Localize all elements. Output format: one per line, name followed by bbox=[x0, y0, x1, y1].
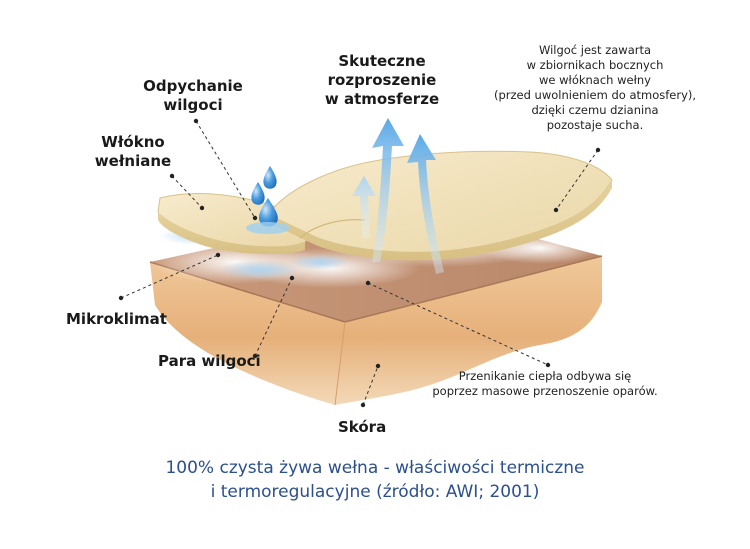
leader-dot bbox=[290, 276, 294, 280]
water-droplet bbox=[263, 166, 276, 189]
label-wool-fiber-line2: wełniane bbox=[78, 152, 188, 171]
leader-dot bbox=[119, 296, 123, 300]
label-dispersion-line1: Skuteczne bbox=[312, 52, 452, 71]
leader-dot bbox=[253, 216, 257, 220]
note-moisture-line: dzięki czemu dzianina bbox=[472, 103, 718, 118]
label-dispersion: Skuteczne rozproszenie w atmosferze bbox=[312, 52, 452, 109]
label-microclimate-text: Mikroklimat bbox=[66, 310, 167, 328]
figure-caption-line2: i termoregulacyjne (źródło: AWI; 2001) bbox=[0, 480, 750, 504]
label-vapor-text: Para wilgoci bbox=[158, 352, 261, 370]
figure-caption: 100% czysta żywa wełna - właściwości ter… bbox=[0, 456, 750, 504]
label-skin-text: Skóra bbox=[338, 418, 386, 436]
figure-caption-line1: 100% czysta żywa wełna - właściwości ter… bbox=[0, 456, 750, 480]
label-wool-fiber-line1: Włókno bbox=[78, 133, 188, 152]
label-microclimate: Mikroklimat bbox=[66, 310, 167, 329]
vapor-mist-blue bbox=[290, 254, 350, 270]
note-moisture-line: pozostaje sucha. bbox=[472, 118, 718, 133]
leader-dot bbox=[216, 253, 220, 257]
note-moisture-line: w zbiornikach bocznych bbox=[472, 58, 718, 73]
note-moisture-line: Wilgoć jest zawarta bbox=[472, 43, 718, 58]
water-droplet bbox=[251, 182, 264, 205]
leader-dot bbox=[194, 119, 198, 123]
label-dispersion-line2: rozproszenie bbox=[312, 71, 452, 90]
label-moisture-repel-line2: wilgoci bbox=[128, 96, 258, 115]
label-skin: Skóra bbox=[338, 418, 386, 437]
label-dispersion-line3: w atmosferze bbox=[312, 90, 452, 109]
leader-dot bbox=[546, 363, 550, 367]
label-wool-fiber: Włókno wełniane bbox=[78, 133, 188, 171]
vapor-mist-blue bbox=[220, 260, 300, 280]
note-moisture-storage: Wilgoć jest zawarta w zbiornikach boczny… bbox=[472, 43, 718, 133]
label-moisture-repel-line1: Odpychanie bbox=[128, 77, 258, 96]
note-heat-line: Przenikanie ciepła odbywa się bbox=[410, 369, 680, 384]
note-heat-transfer: Przenikanie ciepła odbywa się poprzez ma… bbox=[410, 369, 680, 399]
note-moisture-line: we włóknach wełny bbox=[472, 73, 718, 88]
note-heat-line: poprzez masowe przenoszenie oparów. bbox=[410, 384, 680, 399]
leader-dot bbox=[376, 364, 380, 368]
leader-dot bbox=[170, 174, 174, 178]
note-moisture-line: (przed uwolnieniem do atmosfery), bbox=[472, 88, 718, 103]
water-splash bbox=[246, 222, 290, 234]
label-moisture-repel: Odpychanie wilgoci bbox=[128, 77, 258, 115]
label-vapor: Para wilgoci bbox=[158, 352, 261, 371]
leader-dot bbox=[361, 403, 365, 407]
leader-dot bbox=[200, 206, 204, 210]
leader-dot bbox=[554, 208, 558, 212]
leader-dot bbox=[366, 281, 370, 285]
leader-dot bbox=[596, 148, 600, 152]
